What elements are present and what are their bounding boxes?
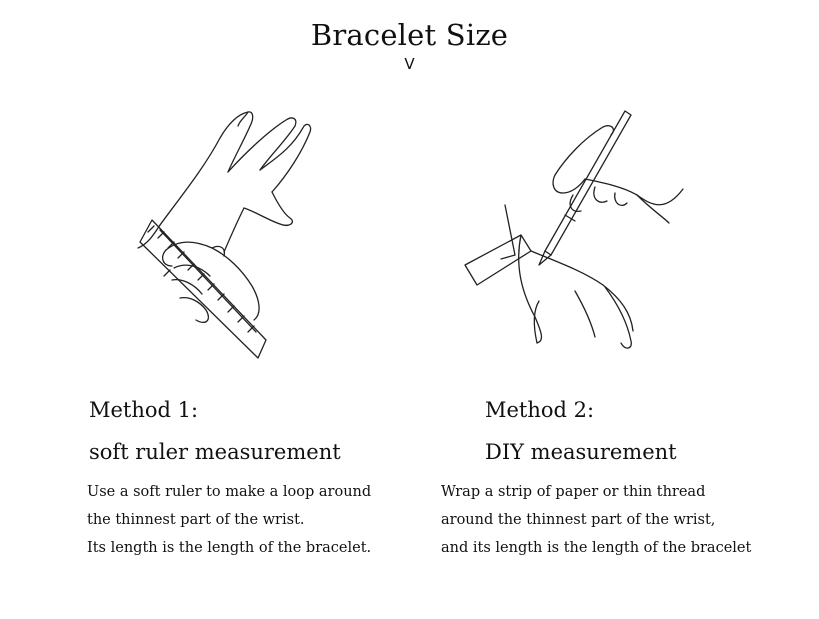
page-title: Bracelet Size [310, 18, 509, 52]
method1-description: Use a soft ruler to make a loop around t… [87, 478, 371, 562]
method1-line: Its length is the length of the bracelet… [87, 540, 372, 556]
hand-with-soft-ruler-icon [120, 100, 320, 370]
method1-subheading: soft ruler measurement [89, 440, 341, 464]
method2-heading: Method 2: [485, 398, 595, 422]
chevron-down-icon: V [404, 55, 415, 73]
method2-description: Wrap a strip of paper or thin thread aro… [441, 478, 751, 562]
method2-line: around the thinnest part of the wrist, [441, 512, 716, 528]
method2-subheading: DIY measurement [485, 440, 677, 464]
method2-line: Wrap a strip of paper or thin thread [441, 484, 706, 500]
method1-line: the thinnest part of the wrist. [87, 512, 305, 528]
hand-with-paper-strip-and-pen-icon [455, 105, 695, 355]
method1-heading: Method 1: [89, 398, 199, 422]
method2-line: and its length is the length of the brac… [441, 540, 752, 556]
method1-line: Use a soft ruler to make a loop around [87, 484, 372, 500]
